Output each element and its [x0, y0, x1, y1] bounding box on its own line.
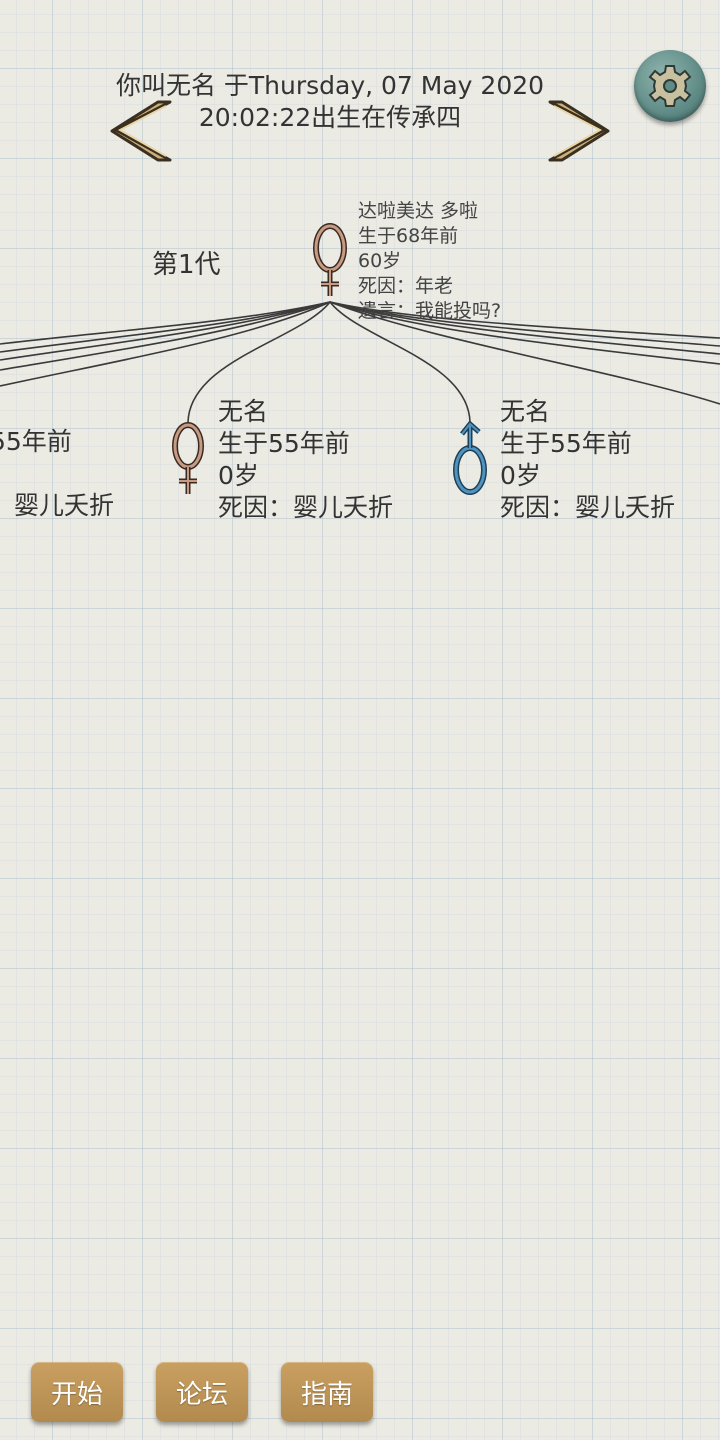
- root-death: 死因：年老: [358, 275, 454, 297]
- child-2-death: 死因：婴儿夭折: [218, 493, 394, 522]
- chevron-right-icon: [548, 100, 610, 162]
- guide-button[interactable]: 指南: [281, 1362, 373, 1422]
- child-3-age: 0岁: [500, 461, 541, 490]
- child-node-3[interactable]: [448, 420, 494, 502]
- child-3-death: 死因：婴儿夭折: [500, 493, 676, 522]
- root-ancestor-node[interactable]: [308, 222, 352, 306]
- female-symbol-icon: [313, 223, 347, 296]
- settings-button[interactable]: [634, 50, 706, 122]
- generation-label: 第1代: [152, 250, 221, 280]
- male-symbol-icon: [453, 420, 487, 495]
- root-name: 达啦美达 多啦: [358, 200, 479, 222]
- child-3-born: 生于55年前: [500, 429, 632, 458]
- birth-info-line-1: 你叫无名 于Thursday, 07 May 2020: [115, 71, 545, 100]
- child-2-age: 0岁: [218, 461, 259, 490]
- child-3-info: 无名 生于55年前 0岁 死因：婴儿夭折: [500, 396, 675, 524]
- child-node-2[interactable]: [168, 420, 208, 502]
- root-last-words: 遗言：我能投吗?: [358, 300, 502, 322]
- child-1-death: 婴儿夭折: [14, 491, 115, 520]
- forum-button[interactable]: 论坛: [156, 1362, 248, 1422]
- prev-heir-button[interactable]: [108, 98, 174, 164]
- next-heir-button[interactable]: [546, 98, 612, 164]
- root-born: 生于68年前: [358, 225, 459, 247]
- root-ancestor-info: 达啦美达 多啦 生于68年前 60岁 死因：年老 遗言：我能投吗?: [358, 199, 501, 324]
- child-2-born: 生于55年前: [218, 429, 350, 458]
- start-button[interactable]: 开始: [31, 1362, 123, 1422]
- chevron-left-icon: [110, 100, 172, 162]
- gear-icon: [648, 65, 692, 107]
- child-2-name: 无名: [218, 397, 269, 426]
- child-1-born: 55年前: [0, 427, 72, 456]
- family-tree-connectors: [0, 301, 720, 423]
- birth-info-line-2: 20:02:22出生在传承四: [198, 103, 462, 132]
- child-3-name: 无名: [500, 397, 551, 426]
- root-age: 60岁: [358, 250, 402, 272]
- child-2-info: 无名 生于55年前 0岁 死因：婴儿夭折: [218, 396, 393, 524]
- female-symbol-icon: [172, 422, 204, 494]
- child-node-1[interactable]: 55年前 婴儿夭折: [0, 426, 114, 522]
